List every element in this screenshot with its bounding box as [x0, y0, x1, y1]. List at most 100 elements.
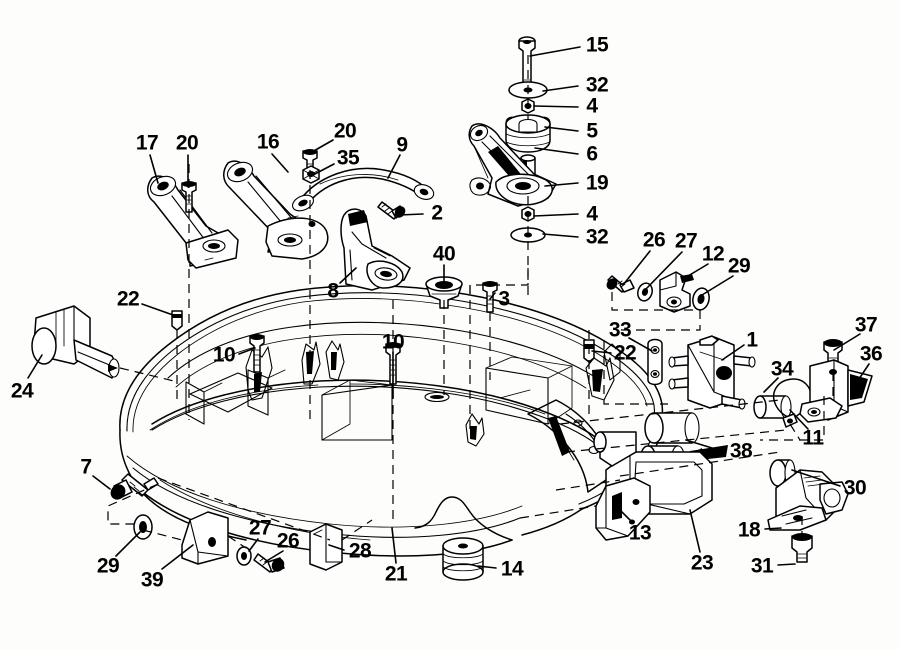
leader-line-7 [92, 475, 111, 490]
part-40-grommet [425, 276, 463, 309]
callout-number-c7: 7 [80, 455, 92, 479]
callout-number-c32b: 32 [585, 225, 609, 249]
callout-number-c10b: 10 [381, 330, 405, 354]
part-26-screw-right [606, 275, 635, 293]
leader-line-8 [339, 267, 357, 284]
callout-number-c20b: 20 [333, 119, 357, 143]
part-27-washer-right [637, 282, 653, 302]
leader-line-9 [387, 154, 401, 179]
leader-line-26 [622, 250, 651, 286]
leader-line-11 [789, 409, 809, 430]
leader-line-37 [833, 333, 861, 351]
leader-line-23 [689, 509, 701, 553]
part-35-lockwasher [302, 165, 320, 184]
leader-line-12 [682, 263, 709, 280]
leader-line-35 [312, 163, 335, 176]
part-1-terminal-block [668, 335, 756, 410]
callout-number-c27a: 27 [248, 516, 272, 540]
leader-line-39 [161, 544, 194, 570]
leader-line-4 [533, 213, 579, 217]
construction-lines [107, 55, 834, 549]
part-8-bracket [340, 208, 411, 291]
part-18-lever [767, 469, 849, 531]
callout-number-c22b: 22 [613, 341, 637, 365]
callout-number-c36: 36 [859, 342, 883, 366]
callout-number-c30: 30 [843, 476, 867, 500]
callout-number-c4b: 4 [586, 202, 598, 226]
callout-number-c12: 12 [701, 242, 725, 266]
leader-line-27 [645, 251, 683, 290]
callout-number-c2: 2 [431, 201, 443, 225]
callout-number-c31: 31 [750, 554, 774, 578]
leader-line-4 [533, 105, 579, 108]
callout-number-c11: 11 [802, 426, 824, 450]
callout-number-c20a: 20 [175, 131, 199, 155]
leader-line-2 [398, 213, 424, 216]
leader-line-15 [529, 46, 581, 57]
leader-line-24 [27, 354, 43, 379]
callout-number-c6: 6 [586, 142, 598, 166]
leader-line-22 [591, 350, 612, 354]
leader-line-26 [264, 550, 284, 563]
leader-line-36 [856, 363, 870, 383]
leader-line-16 [271, 153, 289, 173]
callout-leader-lines [27, 46, 870, 570]
leader-line-32 [542, 85, 579, 92]
callout-number-c35: 35 [336, 146, 360, 170]
leader-line-22 [141, 303, 174, 316]
leader-line-1 [721, 344, 745, 361]
leader-line-38 [685, 439, 726, 453]
callout-number-c17: 17 [135, 131, 159, 155]
callout-number-c16: 16 [256, 130, 280, 154]
leader-line-20 [311, 139, 334, 153]
leader-line-6 [534, 147, 579, 155]
callout-number-c32a: 32 [585, 73, 609, 97]
leader-line-29 [115, 531, 141, 557]
callout-number-c18: 18 [737, 518, 761, 542]
callout-number-c37: 37 [854, 313, 878, 337]
leader-line-14 [477, 565, 497, 569]
part-34-sleeve [753, 395, 792, 419]
part-16-bracket [223, 160, 329, 260]
leader-line-30 [791, 469, 841, 487]
callout-number-c34: 34 [770, 357, 794, 381]
part-39-pad [181, 511, 229, 565]
callout-number-c8: 8 [327, 279, 339, 303]
callout-number-c5: 5 [586, 119, 598, 143]
callout-number-c27b: 27 [674, 229, 698, 253]
callout-number-c23: 23 [690, 551, 714, 575]
callout-number-c15: 15 [585, 33, 609, 57]
callout-number-c38: 38 [729, 439, 753, 463]
callout-number-c39: 39 [140, 568, 164, 592]
part-17-bracket [147, 175, 239, 269]
part-12-clamp [659, 271, 694, 313]
callout-number-c22a: 22 [116, 287, 140, 311]
leader-line-34 [763, 377, 779, 393]
part-19-support-bracket [468, 123, 557, 207]
callout-number-c14: 14 [500, 557, 524, 581]
leader-line-5 [544, 126, 579, 132]
part-9-strap [292, 167, 435, 212]
callout-number-c9: 9 [396, 133, 408, 157]
part-5-isolator [505, 114, 551, 153]
part-33-plate [647, 338, 663, 386]
callout-number-c3: 3 [498, 287, 510, 311]
callout-number-c29a: 29 [96, 554, 120, 578]
part-27-washer-left [236, 546, 252, 566]
part-26-screw-left [253, 553, 285, 573]
leader-line-21 [391, 527, 397, 564]
callout-number-c4a: 4 [586, 94, 598, 118]
leader-line-13 [617, 507, 634, 524]
leader-line-19 [544, 182, 579, 187]
part-7-screw [110, 473, 159, 500]
part-36-bracket [799, 359, 873, 423]
callout-number-c21: 21 [384, 562, 408, 586]
leader-line-31 [777, 563, 796, 566]
callout-number-c29b: 29 [727, 254, 751, 278]
callout-number-c26a: 26 [276, 529, 300, 553]
part-24-boot [31, 305, 120, 379]
leader-line-3 [489, 292, 496, 300]
leader-line-18 [764, 527, 782, 530]
callout-number-c13: 13 [628, 521, 652, 545]
